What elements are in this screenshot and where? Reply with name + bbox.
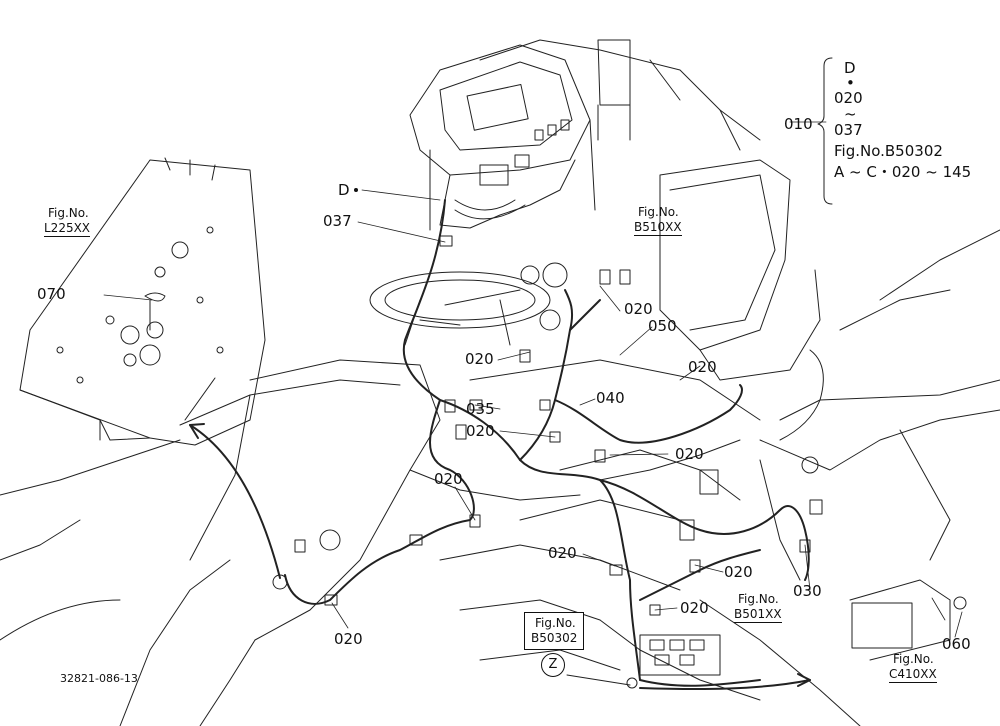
note-line-bullet: • <box>846 74 855 92</box>
callout-020[interactable]: 020 <box>434 470 463 488</box>
rear-frame <box>599 229 1000 726</box>
left-panel-part <box>19 157 266 446</box>
callout-020[interactable]: 020 <box>624 300 653 318</box>
note-block: D • 020 ~ 037 Fig.No.B50302 A ~ C・020 ~ … <box>834 58 971 183</box>
note-line-tilde: ~ <box>844 105 857 123</box>
callout-d-dot <box>354 188 358 192</box>
wiring-harness <box>284 199 810 687</box>
fig-ref-code: B50302 <box>531 631 578 645</box>
steering-wheel <box>369 271 551 346</box>
fig-ref-code: B510XX <box>634 220 682 236</box>
callout-d[interactable]: D <box>338 181 350 199</box>
view-marker-label: Z <box>548 657 558 672</box>
note-line-020: 020 <box>834 89 863 107</box>
callout-050[interactable]: 050 <box>648 317 677 335</box>
fig-ref-code: C410XX <box>889 667 937 683</box>
fig-ref-b510xx[interactable]: Fig.No. B510XX <box>634 205 682 236</box>
callout-035[interactable]: 035 <box>466 400 495 418</box>
fig-ref-prefix: Fig.No. <box>48 206 89 220</box>
callout-020[interactable]: 020 <box>334 630 363 648</box>
callout-020[interactable]: 020 <box>675 445 704 463</box>
view-marker-z[interactable]: Z <box>541 653 565 677</box>
callout-020[interactable]: 020 <box>465 350 494 368</box>
fig-ref-prefix: Fig.No. <box>738 592 779 606</box>
fig-ref-prefix: Fig.No. <box>893 652 934 666</box>
callout-070[interactable]: 070 <box>37 285 66 303</box>
fig-ref-prefix: Fig.No. <box>638 205 679 219</box>
note-number: 010 <box>784 115 813 133</box>
reference-arrow <box>639 679 811 691</box>
callout-020[interactable]: 020 <box>466 422 495 440</box>
instrument-panel <box>409 44 596 231</box>
note-brace <box>817 57 833 205</box>
fig-ref-prefix: Fig.No. <box>535 616 576 630</box>
diagram-id: 32821-086-13 <box>60 672 138 685</box>
fig-ref-b501xx[interactable]: Fig.No. B501XX <box>734 592 782 623</box>
callout-037[interactable]: 037 <box>323 212 352 230</box>
note-line-fig: Fig.No.B50302 <box>834 142 943 160</box>
callout-020[interactable]: 020 <box>680 599 709 617</box>
fig-ref-c410xx[interactable]: Fig.No. C410XX <box>889 652 937 683</box>
operator-seat <box>659 159 821 381</box>
fender-body <box>0 359 581 726</box>
fig-ref-code: B501XX <box>734 607 782 623</box>
callout-030[interactable]: 030 <box>793 582 822 600</box>
callout-060[interactable]: 060 <box>942 635 971 653</box>
fig-ref-b50302[interactable]: Fig.No. B50302 <box>524 612 585 650</box>
harness-connectors <box>272 164 967 689</box>
callout-040[interactable]: 040 <box>596 389 625 407</box>
callout-020[interactable]: 020 <box>688 358 717 376</box>
fig-ref-l225xx[interactable]: Fig.No. L225XX <box>44 206 91 237</box>
rops-frame <box>479 39 761 151</box>
callout-020[interactable]: 020 <box>724 563 753 581</box>
fig-ref-code: L225XX <box>44 221 91 237</box>
note-line-037: 037 <box>834 121 863 139</box>
callout-020[interactable]: 020 <box>548 544 577 562</box>
note-line-d: D <box>844 59 856 77</box>
assembly-arrow <box>189 424 281 579</box>
leader-lines <box>103 121 963 638</box>
note-line-range: A ~ C・020 ~ 145 <box>834 163 972 181</box>
